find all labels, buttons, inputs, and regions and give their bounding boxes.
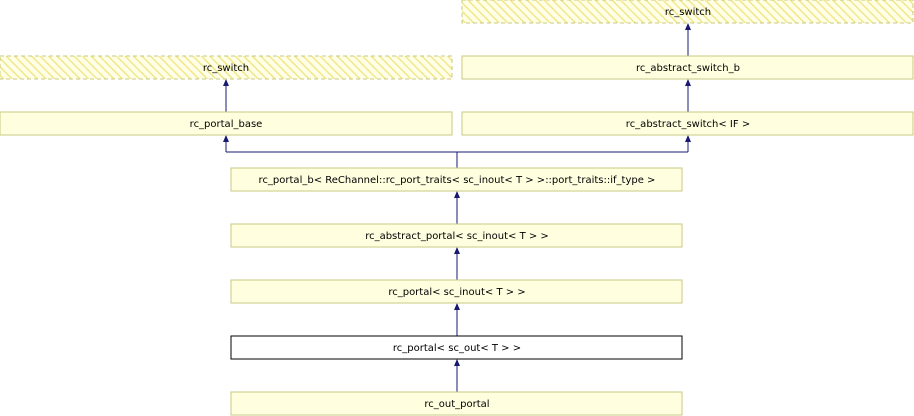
edge-portal-b-to-parents bbox=[225, 136, 689, 168]
node-rc-abstract-portal[interactable]: rc_abstract_portal< sc_inout< T > > bbox=[230, 223, 683, 248]
edges bbox=[223, 23, 691, 392]
node-label: rc_abstract_switch_b bbox=[636, 63, 740, 74]
node-label: rc_portal< sc_inout< T > > bbox=[388, 287, 525, 298]
node-label: rc_portal< sc_out< T > > bbox=[393, 343, 521, 354]
node-rc-portal-base[interactable]: rc_portal_base bbox=[0, 111, 453, 136]
node-label: rc_abstract_switch< IF > bbox=[626, 119, 750, 130]
node-rc-portal-inout[interactable]: rc_portal< sc_inout< T > > bbox=[230, 279, 683, 304]
node-rc-abstract-switch-if[interactable]: rc_abstract_switch< IF > bbox=[461, 111, 914, 136]
node-rc-switch-top[interactable]: rc_switch bbox=[461, 0, 914, 24]
node-label: rc_switch bbox=[203, 63, 249, 74]
node-label: rc_out_portal bbox=[424, 399, 489, 410]
node-label: rc_abstract_portal< sc_inout< T > > bbox=[365, 231, 549, 242]
node-label: rc_portal_b< ReChannel::rc_port_traits< … bbox=[259, 175, 656, 186]
node-rc-portal-b[interactable]: rc_portal_b< ReChannel::rc_port_traits< … bbox=[230, 167, 683, 192]
node-label: rc_switch bbox=[665, 7, 711, 18]
node-rc-abstract-switch-b[interactable]: rc_abstract_switch_b bbox=[461, 55, 914, 80]
node-rc-portal-out[interactable]: rc_portal< sc_out< T > > bbox=[230, 335, 683, 360]
node-rc-out-portal[interactable]: rc_out_portal bbox=[230, 391, 683, 416]
node-rc-switch-left[interactable]: rc_switch bbox=[0, 55, 453, 80]
node-label: rc_portal_base bbox=[190, 119, 263, 130]
